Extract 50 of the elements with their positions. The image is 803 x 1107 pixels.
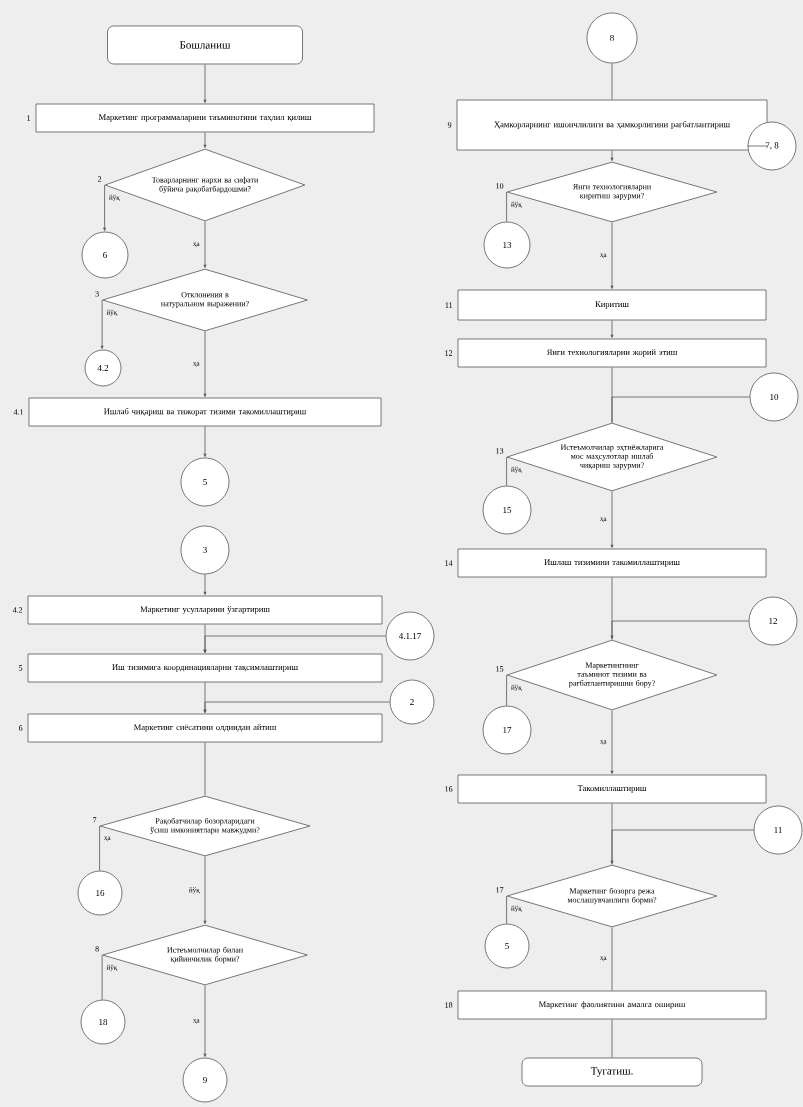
step-number: 12 [445,350,453,356]
step-number: 4.1 [13,409,24,415]
process-box: Маркетинг усулларини ўзгартириш [27,595,383,625]
arrow [100,299,104,349]
step-number: 4.2 [12,607,23,613]
process-box: Янги технологияларни жорий этиш [457,338,767,368]
process-box: Такомиллаштириш [457,774,767,804]
process-box: Маркетинг программаларини таъминотини таҳлил қилиш [35,103,375,133]
process-box: Иш тизимига координацияларни тақсимлаштириш [27,653,383,683]
arrow [203,701,390,713]
arrow [103,184,107,231]
arrow [610,620,749,639]
step-number: 15 [496,666,504,672]
arrow [203,221,207,268]
arrow [203,985,207,1057]
terminal-box: Тугатиш. [521,1057,703,1087]
step-number: 8 [95,946,99,952]
step-number: 14 [445,560,453,566]
arrow [610,150,614,161]
step-number: 2 [97,176,102,182]
arrow [610,491,614,548]
arrow [610,710,614,774]
arrow [203,64,207,103]
step-number: 13 [496,448,504,454]
arrow [610,803,614,864]
process-box: Маркетинг фаолиятини амалга ошириш [457,990,767,1020]
arrow [610,320,614,338]
step-number: 10 [496,183,504,189]
process-box: Киритиш [457,289,767,321]
process-box: Маркетинг сиёсатини олдиндан айтиш [27,713,383,743]
arrow [203,132,207,148]
arrow [203,574,207,595]
step-number: 1 [27,115,31,121]
step-number: 11 [445,302,453,308]
step-number: 3 [95,291,99,297]
step-number: 17 [496,887,504,893]
step-number: 5 [19,665,23,671]
process-box: Ишлаб чиқариш ва тижорат тизими такомиллаштириш [28,397,382,427]
step-number: 16 [445,786,453,792]
step-number: 9 [447,122,452,128]
arrow [610,222,614,289]
process-box: Ишлаш тизимини такомиллаштириш [457,548,767,578]
arrow [203,331,207,397]
step-number: 7 [93,817,97,823]
arrow [203,635,386,653]
step-number: 6 [18,725,23,731]
step-number: 18 [445,1002,453,1008]
terminal-box: Бошланиш [107,25,303,65]
arrow [203,426,207,457]
arrow [203,856,207,924]
